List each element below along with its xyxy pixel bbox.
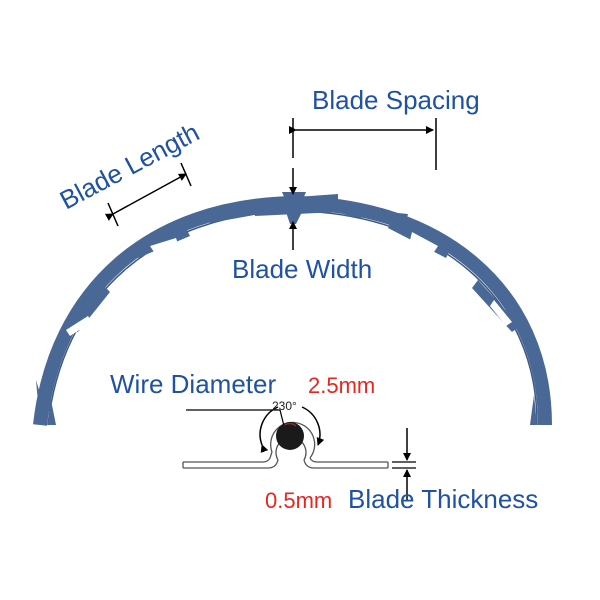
barb-cluster-right-mid: [388, 220, 450, 258]
blade-strip-left: [183, 451, 273, 463]
angle-arc-left: [259, 406, 279, 453]
wire-core: [276, 422, 304, 450]
blade-coil: [33, 192, 552, 426]
blade-thickness-label: Blade Thickness: [348, 484, 538, 514]
blade-spacing-dimension: [289, 118, 437, 170]
barb-end-left: [36, 380, 56, 425]
wire-diameter-label: Wire Diameter: [110, 369, 276, 399]
barb-cluster-center: [255, 192, 338, 224]
wrap-around-wire: [270, 421, 316, 459]
barb-cluster-left-mid: [130, 228, 190, 258]
blade-length-dimension: [104, 162, 192, 227]
blade-strip-right: [309, 457, 388, 463]
barb-end-right: [530, 380, 548, 425]
wire-diameter-value: 2.5mm: [308, 373, 375, 398]
barb-cluster-top-left: [205, 206, 260, 223]
cross-section: [182, 406, 389, 469]
wrap-angle-label: 230°: [272, 399, 297, 413]
barb-cluster-top-right: [345, 208, 408, 222]
blade-width-label: Blade Width: [232, 254, 372, 284]
blade-thickness-dimension: [392, 428, 416, 500]
blade-spacing-label: Blade Spacing: [312, 85, 480, 115]
blade-thickness-value: 0.5mm: [265, 488, 332, 513]
barb-cluster-right-far: [472, 280, 520, 332]
barb-cluster-left-far: [66, 286, 110, 336]
angle-arc-right: [301, 406, 325, 446]
